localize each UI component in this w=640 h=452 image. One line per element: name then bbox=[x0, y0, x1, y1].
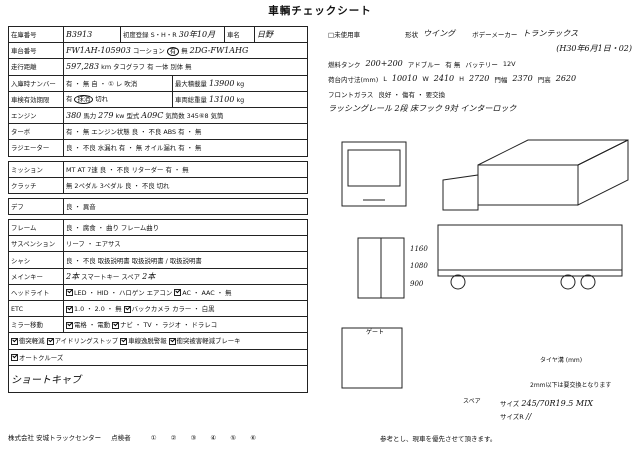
engine-row: 380 馬力 279 kw 型式 A09C 気筒数 345⑥8 気筒 bbox=[63, 106, 308, 125]
mirror-row: 電格 ・ 電動 ナビ ・ TV ・ ラジオ ・ ドラレコ bbox=[63, 316, 308, 334]
tire-size-r: サイズR // bbox=[500, 412, 532, 421]
inspect-row: 有 抹消 切れ bbox=[63, 90, 173, 108]
spare-tire: スペア bbox=[463, 398, 481, 405]
shaft-label: シャシ bbox=[8, 251, 64, 269]
maker: 日野 bbox=[254, 25, 308, 44]
glass-row: フロントガラス 良好 ・ 傷有 ・ 要交換 bbox=[328, 90, 446, 99]
fuel-row: 燃料タンク 200+200 アドブルー 有 無 バッテリー 12V bbox=[328, 59, 516, 69]
key-row: 2本 スマートキー スペア 2本 bbox=[63, 267, 308, 285]
sheet-title: 車輌チェックシート bbox=[268, 5, 372, 17]
mileage-row: 597,283 km タコグラフ 有 一体 別体 無 bbox=[63, 58, 308, 76]
tire-note: 2mm以下は要交換となります bbox=[530, 382, 612, 389]
diff-label: デフ bbox=[8, 197, 64, 216]
radiator-label: ラジエーター bbox=[8, 139, 64, 157]
tire-size: サイズ 245/70R19.5 MIX bbox=[500, 399, 593, 408]
side-height: 1080 bbox=[410, 262, 428, 270]
safety-row: 衝突軽減 アイドリングストップ 車線逸脱警報 衝突被害軽減ブレーキ bbox=[8, 332, 308, 350]
plate-label: 入庫時ナンバー bbox=[8, 74, 64, 92]
etc-label: ETC bbox=[8, 299, 64, 318]
mission-row: MT AT 7速 良 ・ 不良 リターダー 有 ・ 無 bbox=[63, 160, 308, 178]
maker-label: 車名 bbox=[224, 25, 255, 44]
max-load-row: 最大積載量 13900 kg bbox=[172, 74, 308, 92]
plate-row: 有 ・ 無 自 ・ ① レ 吹消 bbox=[63, 74, 173, 92]
inspect-label: 車検有効期限 bbox=[8, 90, 64, 108]
svg-text:ゲート: ゲート bbox=[366, 328, 384, 336]
footer: 株式会社 安城トラックセンター 点検者 ① ② ③ ④ ⑤ ⑥ bbox=[8, 434, 263, 442]
tire-label: タイヤ溝 (mm) bbox=[540, 357, 583, 364]
diff-row: 良 ・ 異音 bbox=[63, 197, 308, 216]
vehicle-check-table: 在庫番号 B3913 初度登録 S・H・R 30年10月 車名 日野 車台番号 … bbox=[8, 25, 308, 393]
clutch-label: クラッチ bbox=[8, 176, 64, 194]
stock-no-label: 在庫番号 bbox=[8, 25, 64, 44]
lashing-row: ラッシングレール 2段 床フック 9対 インターロック bbox=[328, 104, 517, 113]
unreg-row: □未使用車 形状 ウイング ボデーメーカー トランテックス bbox=[328, 29, 579, 39]
headlight-row: LED ・ HID ・ ハロゲン エアコン AC ・ AAC ・ 無 bbox=[63, 283, 308, 302]
front-width: 1160 bbox=[410, 245, 428, 253]
mileage-label: 走行距離 bbox=[8, 58, 64, 76]
floor-height: 900 bbox=[410, 280, 424, 288]
susp-row: リーフ ・ エアサス bbox=[63, 235, 308, 253]
turbo-label: ターボ bbox=[8, 123, 64, 141]
engine-label: エンジン bbox=[8, 106, 64, 125]
chassis-row: FW1AH-105903 コーション 有 無 2DG-FW1AHG bbox=[63, 42, 308, 60]
remark-row: ショートキャブ bbox=[8, 364, 308, 393]
footer-note: 参考とし、現車を優先させて頂きます。 bbox=[380, 435, 497, 443]
headlight-label: ヘッドライト bbox=[8, 283, 64, 302]
docs-row: 良 ・ 不良 取扱説明書 取扱説明書 / 取扱説明書 bbox=[63, 251, 308, 269]
stock-no: B3913 bbox=[63, 25, 121, 44]
mirror-label: ミラー移動 bbox=[8, 316, 64, 334]
susp-label: サスペンション bbox=[8, 235, 64, 253]
radiator-row: 良 ・ 不良 水漏れ 有 ・ 無 オイル漏れ 有 ・ 無 bbox=[63, 139, 308, 157]
key-label: メインキー bbox=[8, 267, 64, 285]
clutch-row: 無 2ペダル 3ペダル 良 ・ 不良 切れ bbox=[63, 176, 308, 194]
body-date: (H30年6月1日・02) bbox=[556, 44, 632, 53]
mission-label: ミッション bbox=[8, 160, 64, 178]
truck-diagram: ゲート bbox=[341, 139, 629, 389]
right-panel: □未使用車 形状 ウイング ボデーメーカー トランテックス (H30年6月1日・… bbox=[328, 26, 632, 116]
frame-label: フレーム bbox=[8, 219, 64, 237]
etc-row: 1.0 ・ 2.0 ・ 無 バックカメラ カラー ・ 白黒 bbox=[63, 299, 308, 318]
dims-row: 荷台内寸法(mm) L 10010 W 2410 H 2720 門幅 2370 … bbox=[328, 74, 577, 84]
first-reg: 初度登録 S・H・R 30年10月 bbox=[120, 25, 225, 44]
chassis-label: 車台番号 bbox=[8, 42, 64, 60]
gross-row: 車両総重量 13100 kg bbox=[172, 90, 308, 108]
cruise-row: オートクルーズ bbox=[8, 348, 308, 366]
frame-row: 良 ・ 腐食 ・ 曲り フレーム曲り bbox=[63, 219, 308, 237]
turbo-row: 有 ・ 無 エンジン状態 良 ・ 不良 ABS 有 ・ 無 bbox=[63, 123, 308, 141]
